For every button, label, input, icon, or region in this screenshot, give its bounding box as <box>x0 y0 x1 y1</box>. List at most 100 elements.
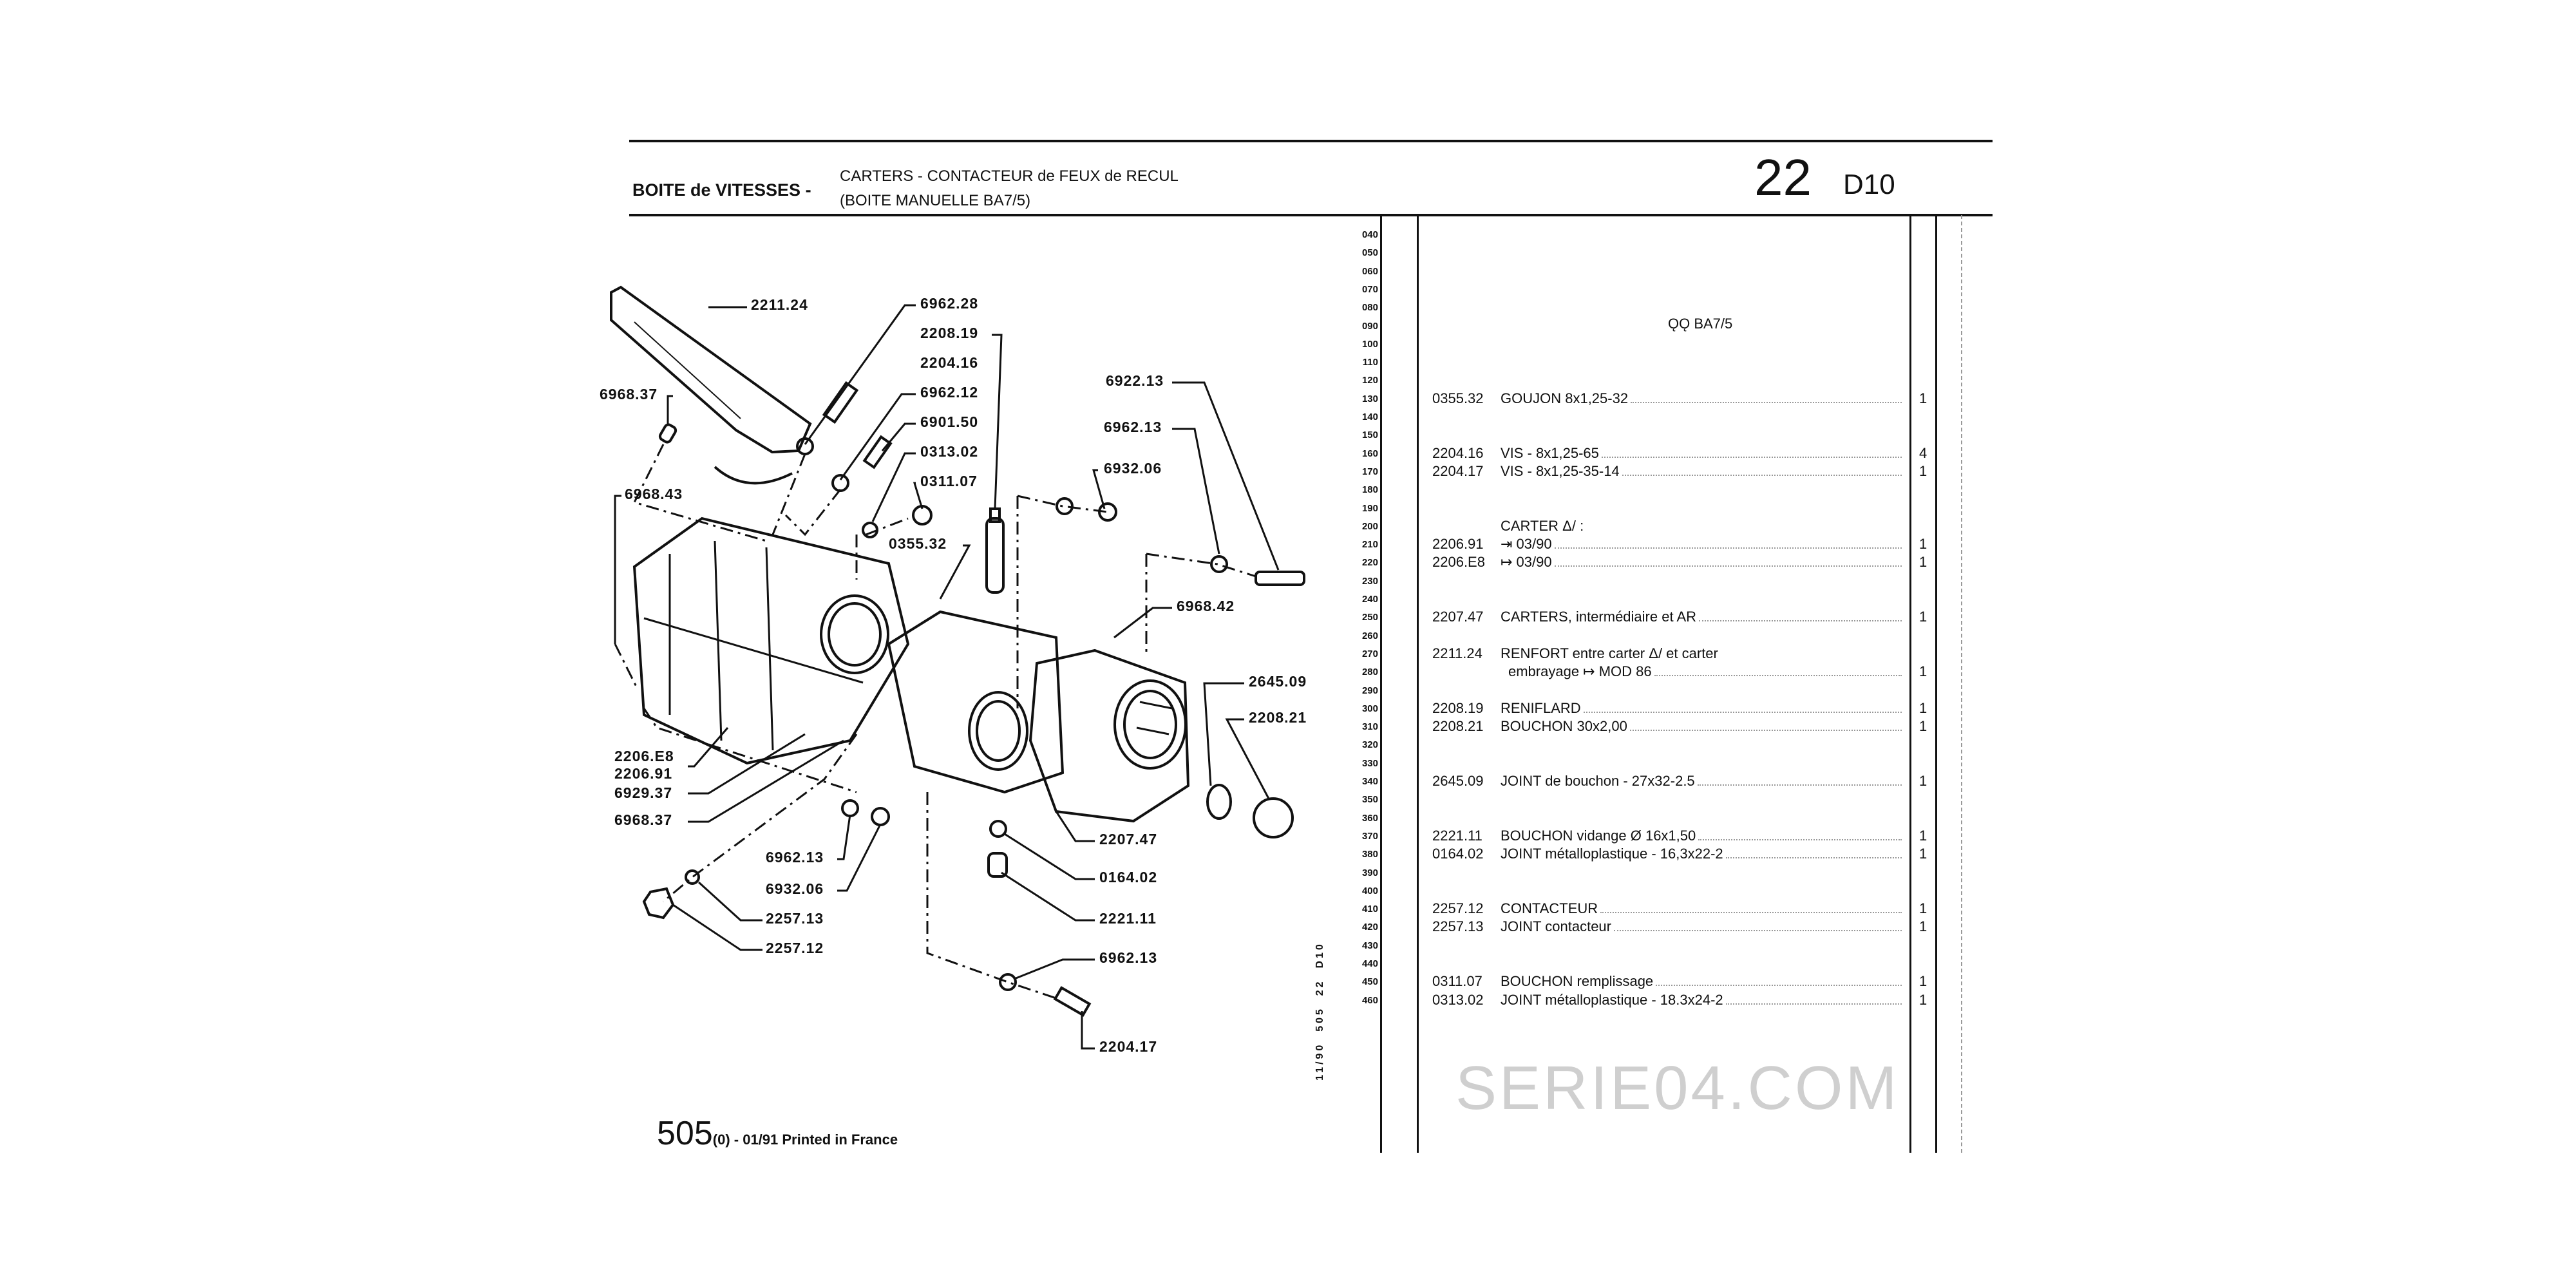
row-number: 050 <box>1361 247 1378 259</box>
callout-label: 6962.13 <box>1099 949 1158 966</box>
bolt <box>822 381 859 424</box>
callout-label: 2208.21 <box>1249 709 1307 726</box>
row-number: 100 <box>1361 338 1378 350</box>
part-description: BOUCHON remplissage <box>1501 973 1654 990</box>
row-number: 440 <box>1361 958 1378 969</box>
group-number: 22 <box>1754 149 1812 206</box>
dot-leader <box>1554 547 1902 549</box>
breather <box>985 517 1005 594</box>
dot-leader <box>1600 912 1902 914</box>
row-number: 260 <box>1361 630 1378 641</box>
part-row[interactable]: embrayage ↦ MOD 86 <box>1432 663 1906 681</box>
header-top-rule <box>629 140 1993 142</box>
row-number: 320 <box>1361 739 1378 751</box>
callout-label: 2207.47 <box>1099 831 1158 848</box>
bracket-curve <box>714 466 793 485</box>
callout-label: 6932.06 <box>766 880 824 897</box>
column-divider <box>1961 215 1962 1153</box>
callout-label: 6962.13 <box>1104 419 1162 435</box>
callout-label: 2206.E8 <box>614 748 674 764</box>
bearing-roller <box>1136 726 1170 735</box>
part-number: 2257.12 <box>1432 900 1484 917</box>
footer-model: 505 <box>657 1115 713 1152</box>
row-number: 350 <box>1361 794 1378 806</box>
part-description: JOINT contacteur <box>1501 918 1611 935</box>
dot-leader <box>1725 857 1902 859</box>
casing-rib <box>765 547 774 751</box>
callout-label: 6962.12 <box>920 384 979 401</box>
part-row[interactable]: 2206.91 ⇥ 03/90 <box>1432 536 1906 554</box>
seal <box>989 820 1007 838</box>
footer: 505(0) - 01/91 Printed in France <box>657 1114 898 1153</box>
reinforcement-bracket <box>610 285 812 454</box>
part-number: 2208.21 <box>1432 718 1484 735</box>
pin <box>658 423 677 444</box>
part-quantity: 1 <box>1919 718 1927 735</box>
part-number: 2206.91 <box>1432 536 1484 553</box>
part-number: 2207.47 <box>1432 609 1484 625</box>
row-number: 080 <box>1361 302 1378 314</box>
footer-print-info: - 01/91 Printed in France <box>730 1132 898 1148</box>
part-row[interactable]: 2206.E8↦ 03/90 <box>1432 554 1906 572</box>
row-number: 280 <box>1361 667 1378 678</box>
callout-label: 2206.91 <box>614 765 673 782</box>
washer <box>999 973 1017 991</box>
casing-rib <box>643 617 864 684</box>
callout-label: 6968.42 <box>1177 598 1235 614</box>
dot-leader <box>1622 474 1902 476</box>
row-number: 230 <box>1361 575 1378 587</box>
row-number: 300 <box>1361 703 1378 714</box>
part-description: ⇥ 03/90 <box>1501 536 1552 553</box>
row-number: 160 <box>1361 448 1378 459</box>
row-number: 150 <box>1361 430 1378 441</box>
part-quantity: 1 <box>1919 536 1927 553</box>
callout-label: 0164.02 <box>1099 869 1158 886</box>
part-description: RENIFLARD <box>1501 699 1581 716</box>
leader-lines <box>614 304 1280 1050</box>
part-number: 2204.17 <box>1432 462 1484 479</box>
row-number: 210 <box>1361 539 1378 551</box>
dot-leader <box>1698 838 1902 840</box>
part-number: 0355.32 <box>1432 390 1484 406</box>
row-number: 220 <box>1361 557 1378 569</box>
part-quantity: 1 <box>1919 973 1927 990</box>
row-number: 340 <box>1361 776 1378 787</box>
part-number: 2204.16 <box>1432 444 1484 461</box>
part-quantity: 1 <box>1919 609 1927 625</box>
row-number: 310 <box>1361 721 1378 733</box>
watermark: SERIE04.COM <box>1455 1054 1900 1122</box>
rear-casing <box>1028 649 1190 823</box>
part-number: 0313.02 <box>1432 991 1484 1008</box>
version-note: ǪǪ BA7/5 <box>1668 316 1733 332</box>
callout-label: 0313.02 <box>920 443 979 460</box>
row-number: 120 <box>1361 375 1378 386</box>
callout-label: 0311.07 <box>920 473 978 489</box>
nut <box>871 807 890 826</box>
bolt <box>1255 571 1305 586</box>
dot-leader <box>1583 711 1902 713</box>
callout-label: 2204.17 <box>1099 1038 1158 1055</box>
part-quantity: 1 <box>1919 991 1927 1008</box>
row-number: 180 <box>1361 484 1378 496</box>
row-number: 140 <box>1361 412 1378 422</box>
plate-code: D10 <box>1843 169 1895 200</box>
part-quantity: 1 <box>1919 918 1927 935</box>
part-row[interactable]: CARTER Δ/ : <box>1432 518 1906 536</box>
part-quantity: 1 <box>1919 900 1927 917</box>
row-number: 420 <box>1361 922 1378 933</box>
